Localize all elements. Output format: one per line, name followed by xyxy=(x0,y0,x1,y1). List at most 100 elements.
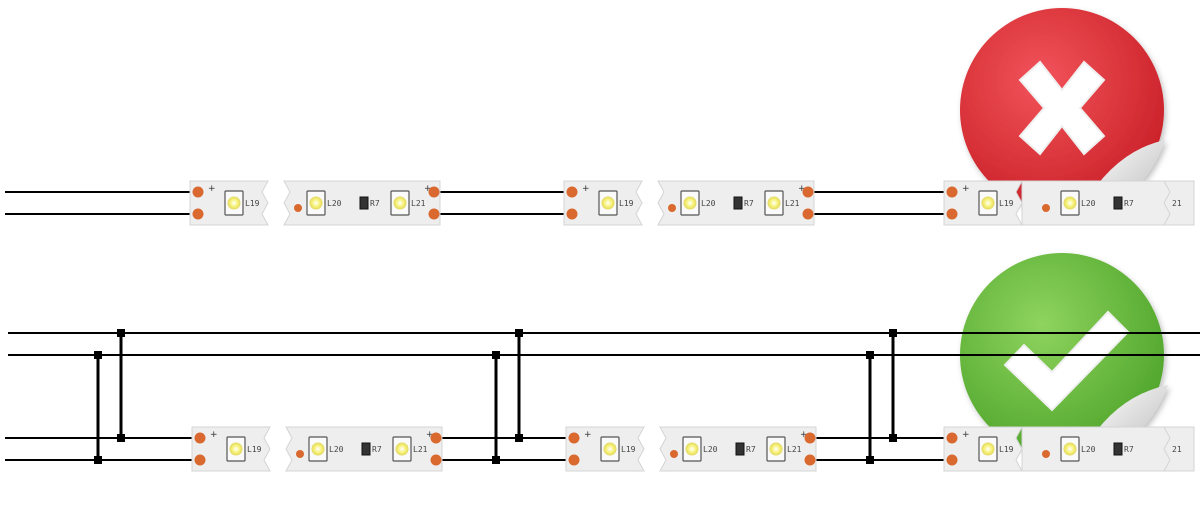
led-strip-segment: + L19 L20 R7 21 xyxy=(943,426,1195,472)
solder-pad xyxy=(946,186,958,198)
solder-dot xyxy=(1042,450,1050,458)
plus-label: + xyxy=(584,430,592,440)
led-label: L20 xyxy=(701,199,716,208)
resistor-label: R7 xyxy=(1124,445,1134,454)
bus-wires xyxy=(8,332,1200,356)
x-mark-sticker-icon xyxy=(1018,60,1106,156)
plus-label: + xyxy=(962,430,970,440)
led-emitter xyxy=(395,442,409,456)
solder-pad xyxy=(804,454,816,466)
solder-dot xyxy=(670,450,678,458)
solder-dot xyxy=(668,204,676,212)
resistor xyxy=(1113,442,1123,456)
led-emitter xyxy=(1063,196,1077,210)
solder-pad xyxy=(804,432,816,444)
led-emitter xyxy=(229,442,243,456)
solder-pad xyxy=(946,454,958,466)
led-emitter xyxy=(981,442,995,456)
plus-label: + xyxy=(582,184,590,194)
led-label: L19 xyxy=(619,199,634,208)
resistor-label: R7 xyxy=(1124,199,1134,208)
led-emitter xyxy=(683,196,697,210)
solder-pad xyxy=(568,432,580,444)
led-emitter xyxy=(309,196,323,210)
led-label: L20 xyxy=(329,445,344,454)
resistor-label: R7 xyxy=(370,199,380,208)
solder-dot xyxy=(294,204,302,212)
plus-label: + xyxy=(208,184,216,194)
solder-pad xyxy=(192,208,204,220)
checkmark-sticker-icon xyxy=(1003,310,1130,412)
resistor xyxy=(733,196,743,210)
solder-pad xyxy=(430,454,442,466)
led-label: L19 xyxy=(999,199,1014,208)
led-strip-segment: + L19 L20 R7 L21 + xyxy=(565,426,817,472)
resistor xyxy=(361,442,371,456)
led-emitter xyxy=(769,442,783,456)
resistor xyxy=(1113,196,1123,210)
plus-label: + xyxy=(962,184,970,194)
resistor-label: R7 xyxy=(744,199,754,208)
led-label: L21 xyxy=(787,445,802,454)
solder-pad xyxy=(194,454,206,466)
led-label: L21 xyxy=(785,199,800,208)
plus-label: + xyxy=(798,184,806,194)
solder-pad xyxy=(194,432,206,444)
strip-board xyxy=(1163,180,1195,226)
led-label: L19 xyxy=(621,445,636,454)
led-label: L21 xyxy=(411,199,426,208)
vertical-taps xyxy=(96,333,895,460)
supply-wires xyxy=(5,191,193,215)
junction-dots xyxy=(94,329,897,464)
solder-dot xyxy=(1042,204,1050,212)
led-label: L21 xyxy=(413,445,428,454)
led-label: L19 xyxy=(245,199,260,208)
led-label: L19 xyxy=(999,445,1014,454)
plus-label: + xyxy=(424,184,432,194)
solder-pad xyxy=(946,208,958,220)
solder-pad xyxy=(428,186,440,198)
cut-led-label: 21 xyxy=(1172,199,1182,208)
solder-pad xyxy=(566,186,578,198)
parallel-wiring-panel: + L19 L20 R7 L21 + + L19 L20 R7 L21 + + L19 L20 R7 21 xyxy=(5,329,1200,472)
solder-pad xyxy=(566,208,578,220)
cut-led-label: 21 xyxy=(1172,445,1182,454)
resistor xyxy=(735,442,745,456)
led-strip-segment: + L19 L20 R7 L21 + xyxy=(189,180,441,226)
led-strip-segment: + L19 L20 R7 L21 + xyxy=(563,180,815,226)
resistor-label: R7 xyxy=(746,445,756,454)
solder-pad xyxy=(802,186,814,198)
solder-pad xyxy=(568,454,580,466)
led-label: L20 xyxy=(703,445,718,454)
led-strip-segment: + L19 L20 R7 L21 + xyxy=(191,426,443,472)
led-emitter xyxy=(603,442,617,456)
solder-pad xyxy=(430,432,442,444)
led-emitter xyxy=(227,196,241,210)
led-label: L20 xyxy=(327,199,342,208)
led-emitter xyxy=(393,196,407,210)
plus-label: + xyxy=(210,430,218,440)
led-label: L19 xyxy=(247,445,262,454)
led-emitter xyxy=(767,196,781,210)
resistor xyxy=(359,196,369,210)
solder-pad xyxy=(192,186,204,198)
solder-pad xyxy=(946,432,958,444)
led-emitter xyxy=(981,196,995,210)
strip-board xyxy=(1163,426,1195,472)
solder-dot xyxy=(296,450,304,458)
led-emitter xyxy=(311,442,325,456)
feed-wires xyxy=(5,437,946,461)
led-emitter xyxy=(685,442,699,456)
solder-pad xyxy=(802,208,814,220)
led-emitter xyxy=(601,196,615,210)
led-emitter xyxy=(1063,442,1077,456)
resistor-label: R7 xyxy=(372,445,382,454)
solder-pad xyxy=(428,208,440,220)
led-label: L20 xyxy=(1081,199,1096,208)
jumper-wires xyxy=(440,191,946,215)
plus-label: + xyxy=(426,430,434,440)
plus-label: + xyxy=(800,430,808,440)
led-strip-segment: + L19 L20 R7 21 xyxy=(943,180,1195,226)
led-label: L20 xyxy=(1081,445,1096,454)
